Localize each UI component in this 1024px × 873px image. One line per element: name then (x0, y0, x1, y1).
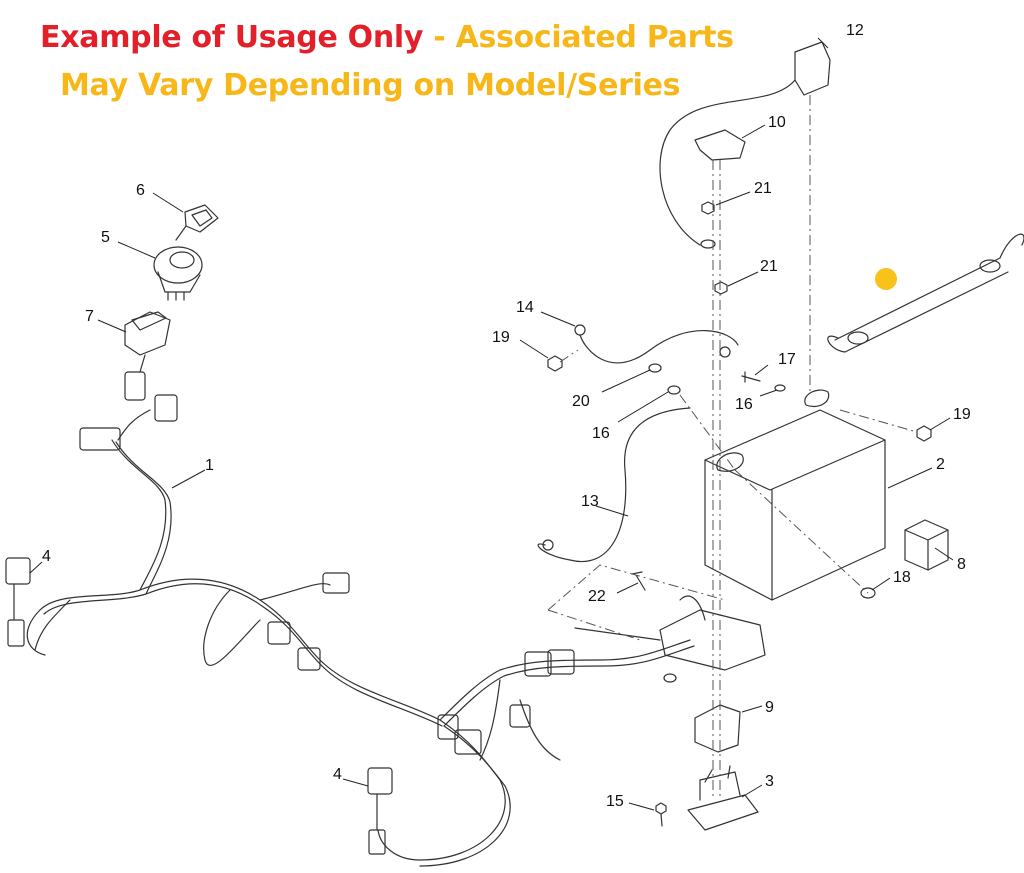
callout-7: 7 (85, 308, 94, 325)
callout-8: 8 (957, 556, 966, 573)
callout-1: 1 (205, 457, 214, 474)
callout-20: 20 (572, 393, 590, 410)
callout-18: 18 (893, 569, 911, 586)
callout-19: 19 (492, 329, 510, 346)
callout-6: 6 (136, 182, 145, 199)
callout-5: 5 (101, 229, 110, 246)
callout-21: 21 (754, 180, 772, 197)
callout-4: 4 (333, 766, 342, 783)
callout-10: 10 (768, 114, 786, 131)
wire-harness (26, 409, 695, 867)
callout-19: 19 (953, 406, 971, 423)
callout-17: 17 (778, 351, 796, 368)
disclaimer-yellow-text: Associated Parts (455, 20, 734, 55)
callout-2: 2 (936, 456, 945, 473)
callout-12: 12 (846, 22, 864, 39)
disclaimer-line-2: May Vary Depending on Model/Series (60, 68, 681, 103)
disclaimer-line-1: Example of Usage Only - Associated Parts (40, 20, 734, 55)
callout-16: 16 (592, 425, 610, 442)
disclaimer-red-text: Example of Usage Only (40, 20, 424, 55)
callout-16: 16 (735, 396, 753, 413)
highlight-marker (875, 268, 897, 290)
callout-3: 3 (765, 773, 774, 790)
callout-9: 9 (765, 699, 774, 716)
callout-22: 22 (588, 588, 606, 605)
callout-15: 15 (606, 793, 624, 810)
callout-13: 13 (581, 493, 599, 510)
callout-4: 4 (42, 548, 51, 565)
callout-labels: 12 10 21 21 6 5 7 14 19 17 20 16 16 19 1… (42, 22, 971, 810)
disclaimer-separator: - (423, 20, 456, 55)
callout-14: 14 (516, 299, 534, 316)
callout-21: 21 (760, 258, 778, 275)
